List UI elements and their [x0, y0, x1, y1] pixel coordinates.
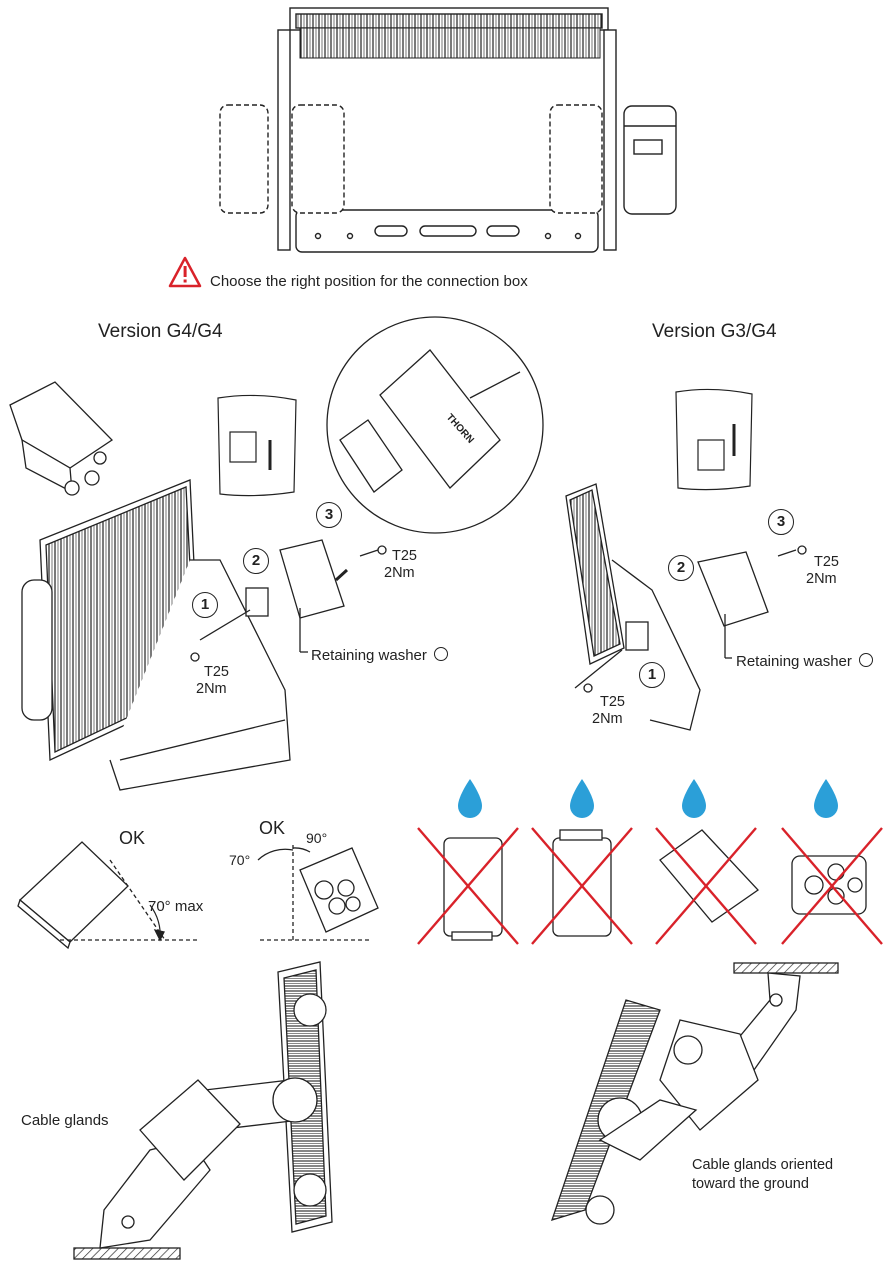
cross-3 [655, 827, 757, 945]
ok-label-tilted: OK [119, 828, 146, 848]
version-g3-title: Version G3/G4 [652, 321, 777, 342]
version-g4-title: Version G4/G4 [98, 321, 223, 342]
angle-70-max: 70° max [148, 898, 204, 915]
torque-left-bottom: T25 2Nm [196, 664, 229, 698]
warning-text: Choose the right position for the connec… [210, 273, 528, 290]
torque-label: T25 [204, 664, 229, 680]
accessory-bag-right [675, 388, 753, 491]
retaining-washer-right: Retaining washer [736, 653, 874, 670]
step-3-left: 3 [316, 502, 342, 528]
torque-label: T25 [814, 554, 839, 570]
cable-glands-ground-label: Cable glands oriented toward the ground [692, 1156, 833, 1194]
ok-label-front: OK [259, 818, 286, 838]
washer-icon [434, 647, 449, 661]
retaining-washer-label: Retaining washer [311, 647, 427, 664]
not-ok-box-1 [443, 837, 503, 941]
angle-90: 90° [306, 830, 328, 846]
step-2-left: 2 [243, 548, 269, 574]
cable-glands-ground-line2: toward the ground [692, 1176, 809, 1192]
ok-box-front [257, 845, 379, 941]
retaining-washer-label: Retaining washer [736, 653, 852, 670]
cross-2 [531, 827, 633, 945]
step-3-right: 3 [768, 509, 794, 535]
torque-value: 2Nm [196, 681, 227, 697]
step-1-right: 1 [639, 662, 665, 688]
torque-value: 2Nm [592, 711, 623, 727]
torque-value: 2Nm [806, 571, 837, 587]
left-luminaire [9, 381, 291, 791]
torque-right-top: T25 2Nm [806, 554, 839, 588]
left-box-exploded [190, 539, 387, 662]
water-drop-icons [458, 779, 838, 818]
torque-right-bottom: T25 2Nm [592, 694, 625, 728]
accessory-bag-left [217, 394, 297, 497]
mount-right [550, 962, 839, 1225]
not-ok-box-2 [552, 829, 612, 937]
not-ok-box-3 [659, 829, 759, 923]
right-luminaire [565, 483, 807, 731]
cross-1 [417, 827, 519, 945]
warning-icon [168, 256, 202, 288]
detail-circle [326, 316, 544, 534]
step-1-left: 1 [192, 592, 218, 618]
cable-glands-label: Cable glands [21, 1112, 109, 1129]
not-ok-box-4 [791, 855, 867, 915]
torque-label: T25 [392, 548, 417, 564]
top-luminaire-frame [219, 7, 677, 253]
angle-70: 70° [229, 852, 251, 868]
cable-glands-ground-line1: Cable glands oriented [692, 1157, 834, 1173]
mount-left [73, 961, 333, 1260]
torque-left-top: T25 2Nm [384, 548, 417, 582]
retaining-washer-left: Retaining washer [311, 647, 449, 664]
washer-icon [859, 653, 874, 667]
cross-4 [781, 827, 883, 945]
torque-label: T25 [600, 694, 625, 710]
step-2-right: 2 [668, 555, 694, 581]
torque-value: 2Nm [384, 565, 415, 581]
ok-box-tilted [17, 841, 200, 950]
